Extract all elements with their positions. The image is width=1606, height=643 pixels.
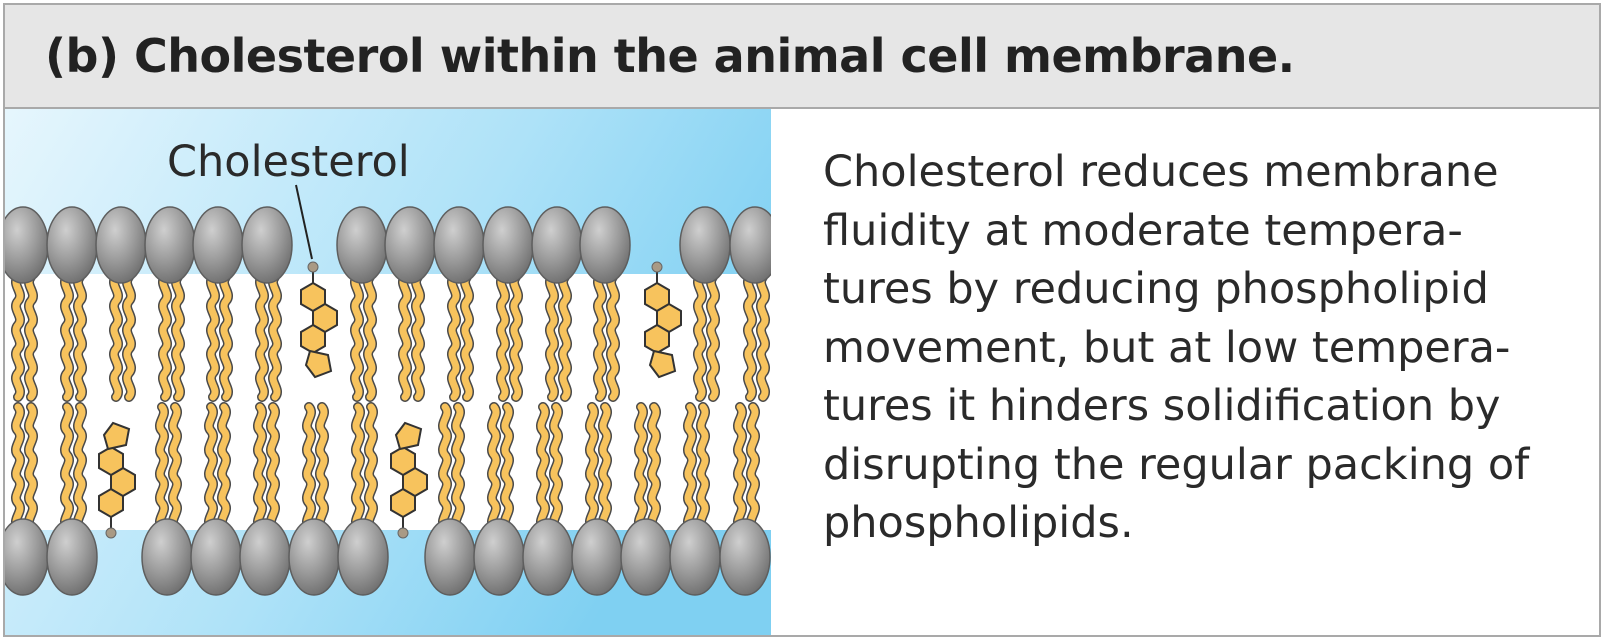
phospholipid-head: [336, 206, 388, 284]
caption-line: tures by reducing phospholipid: [823, 264, 1489, 314]
phospholipid-head: [241, 206, 293, 284]
caption-line: Cholesterol reduces membrane: [823, 147, 1499, 197]
cholesterol-label: Cholesterol: [167, 137, 410, 187]
figure-panel: (b) Cholesterol within the animal cell m…: [3, 3, 1601, 637]
membrane-diagram: Cholesterol: [5, 109, 771, 635]
phospholipid-head: [239, 518, 291, 596]
phospholipid-head: [719, 518, 771, 596]
phospholipid-head: [531, 206, 583, 284]
phospholipid-head: [522, 518, 574, 596]
phospholipid-head: [95, 206, 147, 284]
caption-line: phospholipids.: [823, 498, 1134, 548]
figure-header: (b) Cholesterol within the animal cell m…: [5, 5, 1599, 109]
caption-line: fluidity at moderate tempera-: [823, 205, 1463, 256]
phospholipid-head: [433, 206, 485, 284]
phospholipid-head: [192, 206, 244, 284]
phospholipid-head: [473, 518, 525, 596]
phospholipid-head: [337, 518, 389, 596]
phospholipid-head: [729, 206, 771, 284]
outer-leaflet-heads: [5, 206, 771, 284]
phospholipid-head: [620, 518, 672, 596]
phospholipid-head: [190, 518, 242, 596]
caption-line: tures it hinders solidification by: [823, 381, 1501, 431]
phospholipid-head: [482, 206, 534, 284]
inner-leaflet-heads: [5, 518, 771, 596]
figure-title: (b) Cholesterol within the animal cell m…: [45, 29, 1295, 83]
phospholipid-head: [384, 206, 436, 284]
phospholipid-head: [579, 206, 631, 284]
caption-text: Cholesterol reduces membrane fluidity at…: [823, 143, 1583, 553]
phospholipid-head: [5, 518, 49, 596]
phospholipid-head: [141, 518, 193, 596]
caption-line: disrupting the regular packing of: [823, 439, 1530, 490]
phospholipid-head: [46, 518, 98, 596]
cholesterol-label-leader: [295, 184, 313, 260]
phospholipid-head: [679, 206, 731, 284]
membrane-illustration: Cholesterol: [5, 109, 771, 635]
phospholipid-head: [424, 518, 476, 596]
phospholipid-head: [5, 206, 49, 284]
phospholipid-head: [144, 206, 196, 284]
phospholipid-head: [669, 518, 721, 596]
caption-line: movement, but at low tempera-: [823, 322, 1511, 373]
phospholipid-head: [571, 518, 623, 596]
phospholipid-head: [288, 518, 340, 596]
phospholipid-head: [46, 206, 98, 284]
